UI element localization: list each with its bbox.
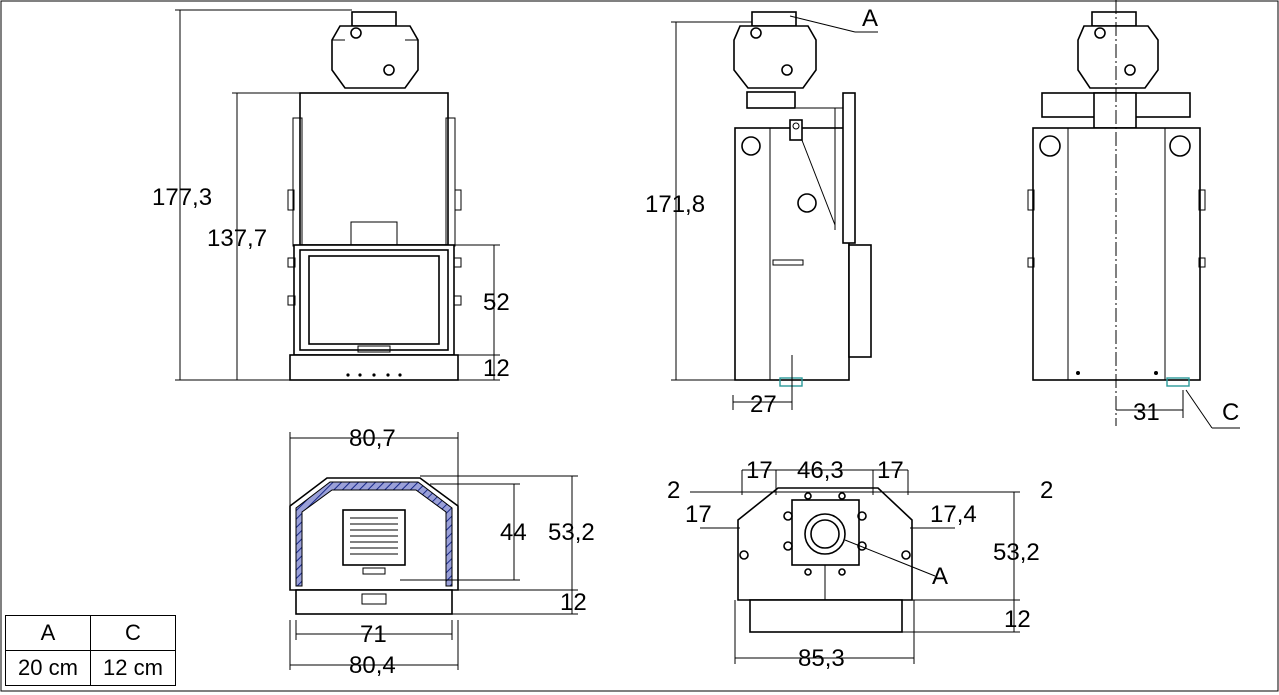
plan-front-view [289,432,578,670]
plan-side-base: 12 [1004,606,1031,633]
legend-value-c: 12 cm [90,650,176,686]
plan-side-view [690,469,1020,664]
legend-value-a: 20 cm [5,650,91,686]
plan-front-inner-width: 71 [360,621,387,648]
grille [350,517,398,555]
plan-side-label-a: A [932,563,948,590]
front-glass-height: 52 [483,289,510,316]
side-height: 171,8 [645,191,705,218]
legend-table: A C 20 cm 12 cm [5,615,176,686]
plan-front-depth-total: 53,2 [548,519,595,546]
plan-side-left-side-17: 17 [685,501,712,528]
side-view [671,11,878,410]
legend-header-a: A [5,615,91,651]
plan-side-right-17: 17 [877,457,904,484]
plan-side-left-17: 17 [746,457,773,484]
front-view [175,9,500,381]
rear-offset: 31 [1133,399,1160,426]
side-offset: 27 [750,391,777,418]
legend-header-row: A C [5,615,176,651]
plan-front-base: 12 [560,589,587,616]
rear-label-c: C [1222,399,1239,426]
front-total-height: 177,3 [152,184,212,211]
plan-side-depth: 53,2 [993,539,1040,566]
rear-view [1027,0,1240,429]
plan-side-center-width: 46,3 [797,457,844,484]
plan-front-bottom-width: 80,4 [349,652,396,679]
plan-side-total-width: 85,3 [798,645,845,672]
legend-header-c: C [90,615,176,651]
front-base-height: 12 [483,355,510,382]
plan-side-right-side: 17,4 [930,501,977,528]
front-body-height: 137,7 [207,225,267,252]
legend-value-row: 20 cm 12 cm [5,650,176,686]
plan-side-left-2: 2 [667,477,680,504]
plan-front-depth-inner: 44 [500,519,527,546]
plan-front-top-width: 80,7 [349,425,396,452]
side-label-a: A [862,5,878,32]
plan-side-right-2: 2 [1040,477,1053,504]
